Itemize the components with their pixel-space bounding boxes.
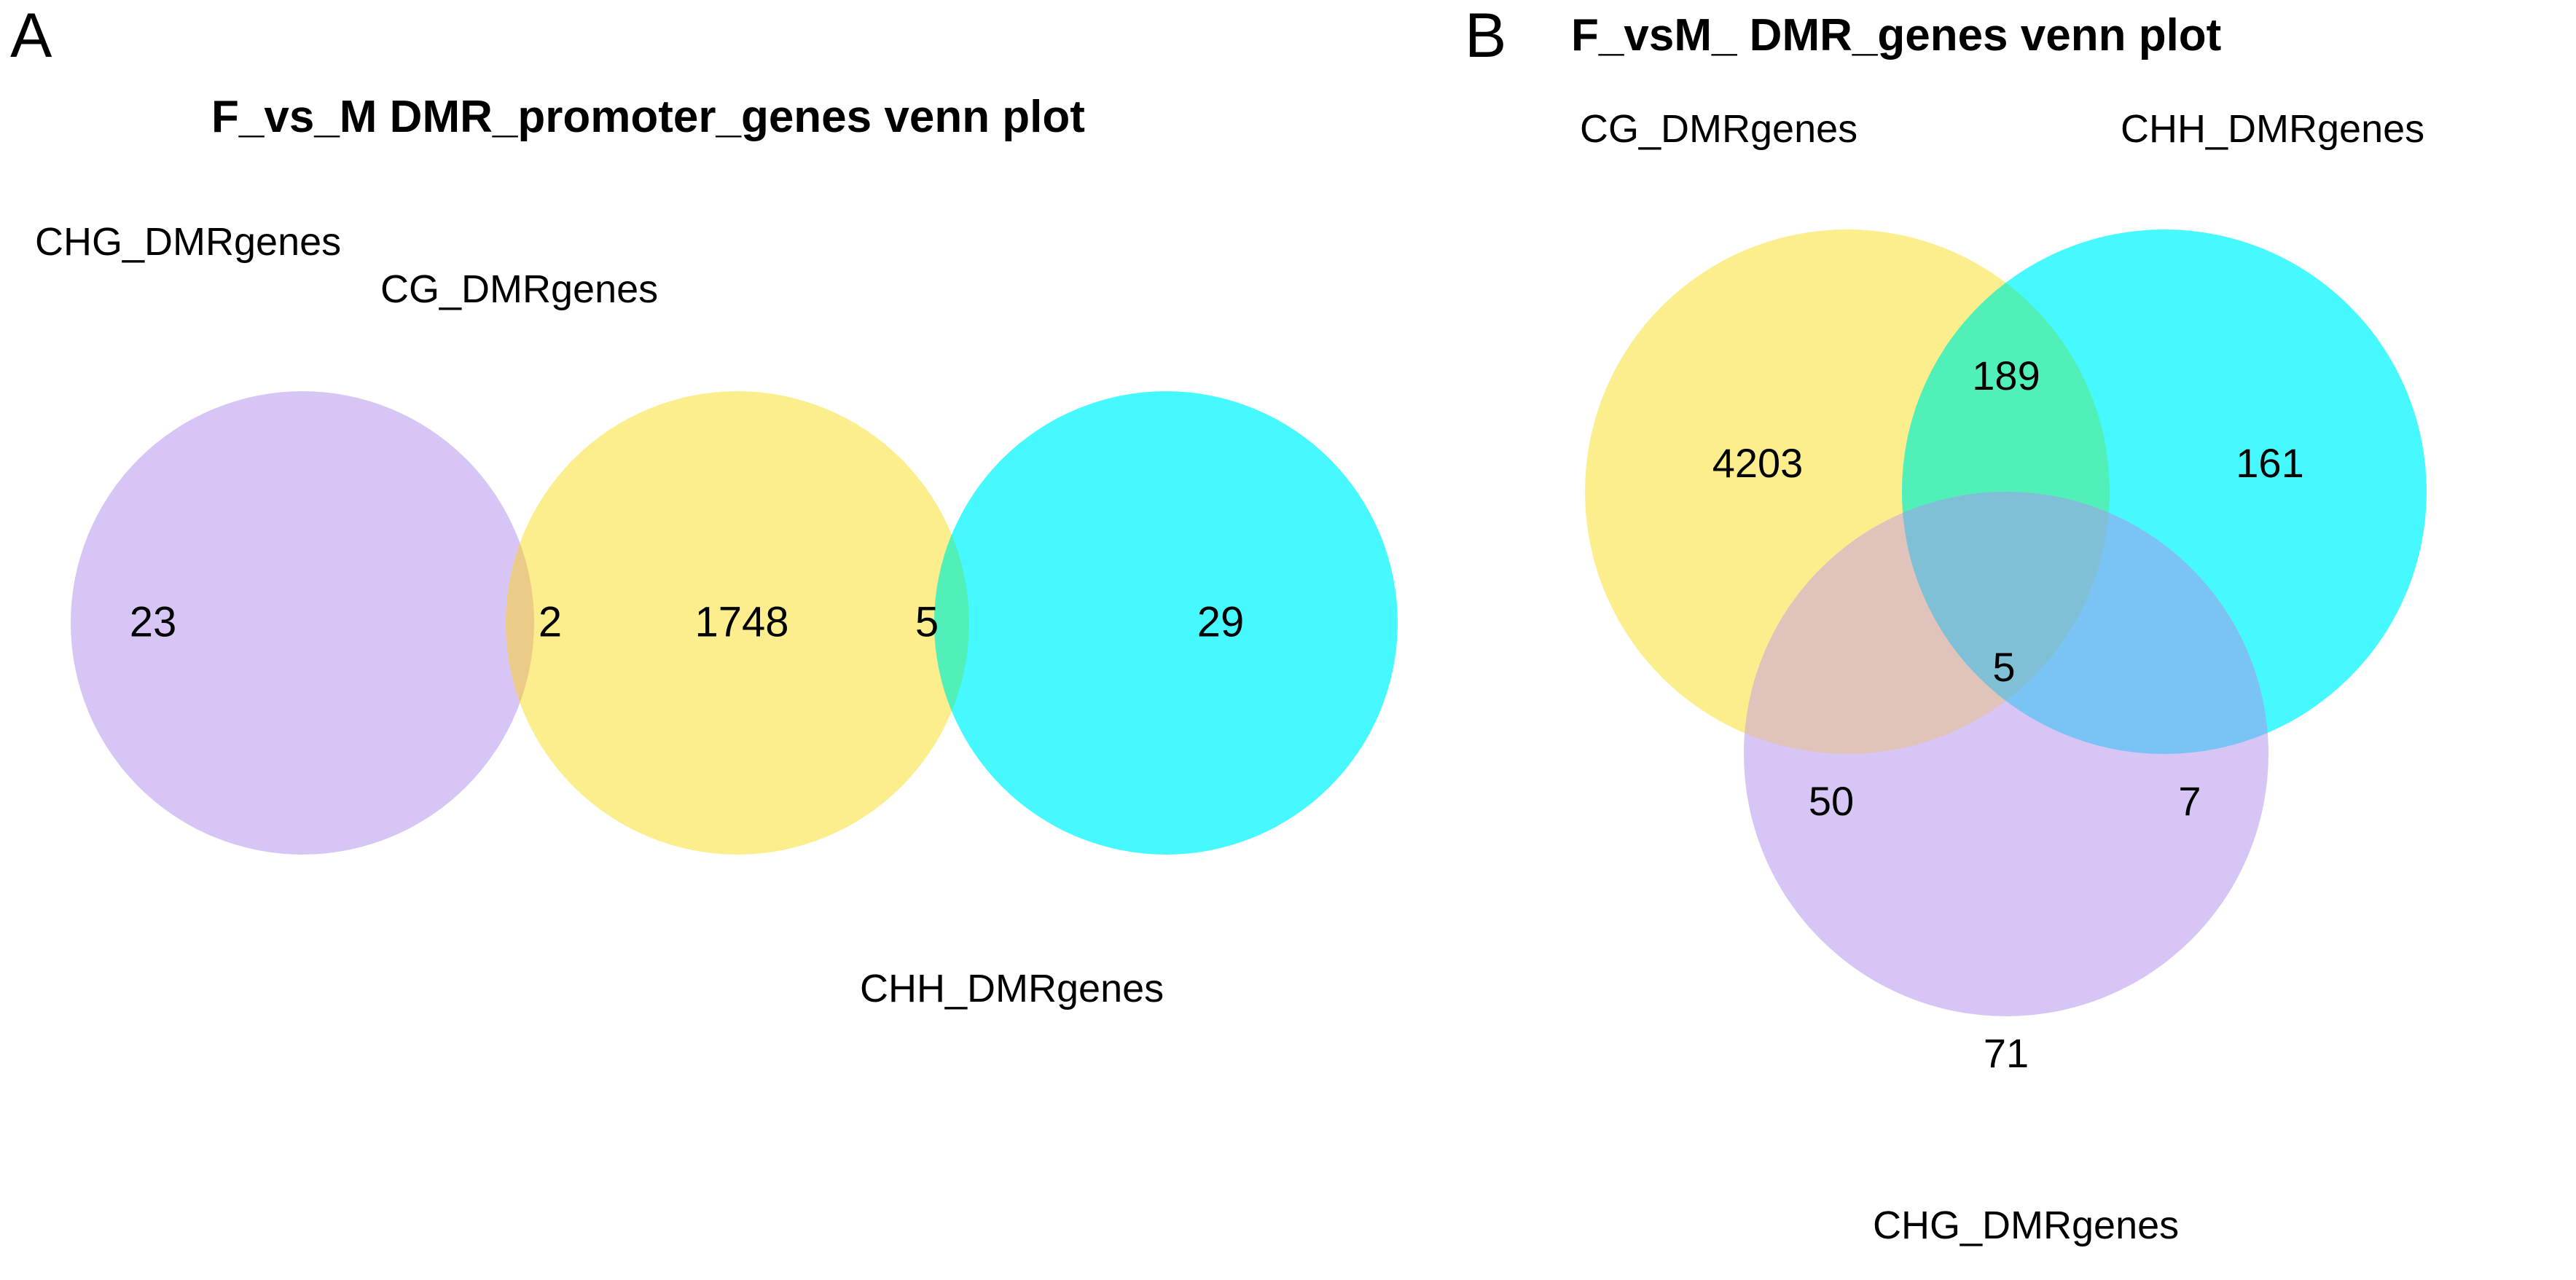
panel-a-circle-chh	[934, 391, 1398, 855]
panel-a-set-label-chg: CHG_DMRgenes	[35, 220, 342, 264]
panel-b-set-label-chh: CHH_DMRgenes	[2121, 107, 2425, 151]
panel-b-count-cg-chg: 50	[1809, 778, 1854, 824]
panel-b-count-cg-only: 4203	[1712, 440, 1804, 486]
panel-a-count-cg-only: 1748	[694, 598, 788, 645]
panel-b-count-chh-chg: 7	[2178, 778, 2201, 824]
panel-b-count-cg-chh: 189	[1972, 353, 2040, 398]
panel-b-count-triple: 5	[1992, 644, 2015, 690]
panel-b-overlap-chh-chg	[1902, 492, 2268, 754]
panel-a-letter: A	[10, 1, 52, 71]
panel-a-title: F_vs_M DMR_promoter_genes venn plot	[211, 92, 1085, 142]
panel-a-count-chh-only: 29	[1197, 598, 1245, 645]
panel-a: A F_vs_M DMR_promoter_genes venn plot CH…	[10, 1, 1398, 1010]
panel-b: B F_vsM_ DMR_genes venn plot CG_DMRgenes…	[1428, 0, 2576, 1280]
panel-a-count-chg-cg: 2	[539, 598, 562, 645]
panel-a-venn-svg: 23 2 1748 5 29	[71, 391, 1398, 855]
panel-b-set-label-chg: CHG_DMRgenes	[1873, 1204, 2180, 1247]
panel-b-title: F_vsM_ DMR_genes venn plot	[1571, 10, 2222, 60]
panel-b-set-label-cg: CG_DMRgenes	[1580, 107, 1858, 151]
panel-a-set-label-chh: CHH_DMRgenes	[860, 967, 1164, 1010]
panel-a-count-cg-chh: 5	[915, 598, 939, 645]
panel-a-count-chg-only: 23	[130, 598, 177, 645]
panel-b-letter: B	[1465, 1, 1507, 71]
panel-b-count-chg-only: 71	[1984, 1030, 2029, 1076]
panel-b-venn-svg: 4203 189 161 50 5 7 71	[1585, 229, 2427, 1076]
panel-a-set-label-cg: CG_DMRgenes	[380, 267, 659, 311]
panel-b-count-chh-only: 161	[2236, 440, 2303, 486]
panel-b-overlap-cg-chg	[1744, 492, 2110, 754]
panel-a-circle-cg	[506, 391, 969, 855]
panel-a-circle-chg	[71, 391, 534, 855]
